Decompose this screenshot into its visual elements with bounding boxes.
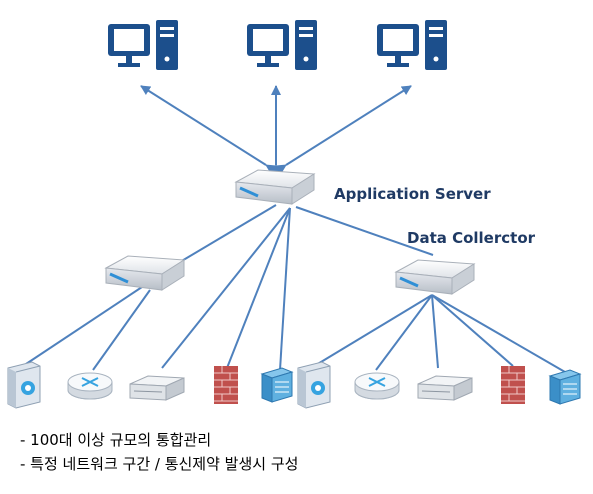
rack-server-icon bbox=[417, 375, 473, 401]
note-line-2: - 특정 네트워크 구간 / 통신제약 발생시 구성 bbox=[20, 455, 299, 473]
firewall-icon bbox=[500, 365, 526, 405]
firewall-icon bbox=[213, 365, 239, 405]
note-line-1: - 100대 이상 규모의 통합관리 bbox=[20, 431, 212, 449]
switch-icon bbox=[261, 367, 293, 403]
router-icon bbox=[354, 372, 400, 400]
data-collector-label: Data Collerctor bbox=[407, 229, 536, 247]
router-icon bbox=[67, 372, 113, 400]
storage-server-icon bbox=[7, 361, 41, 409]
data-collector-left-icon bbox=[104, 254, 186, 292]
data-collector-right-icon bbox=[394, 258, 476, 296]
application-server-icon bbox=[234, 168, 316, 206]
client-pc-icon-3 bbox=[377, 20, 447, 70]
client-pc-icon-2 bbox=[247, 20, 317, 70]
connection-lines bbox=[25, 85, 566, 373]
client-pc-icon-1 bbox=[108, 20, 178, 70]
switch-icon bbox=[549, 369, 581, 405]
storage-server-icon bbox=[297, 361, 331, 409]
application-server-label: Application Server bbox=[334, 185, 491, 203]
notes: - 100대 이상 규모의 통합관리 - 특정 네트워크 구간 / 통신제약 발… bbox=[20, 428, 298, 476]
rack-server-icon bbox=[129, 375, 185, 401]
